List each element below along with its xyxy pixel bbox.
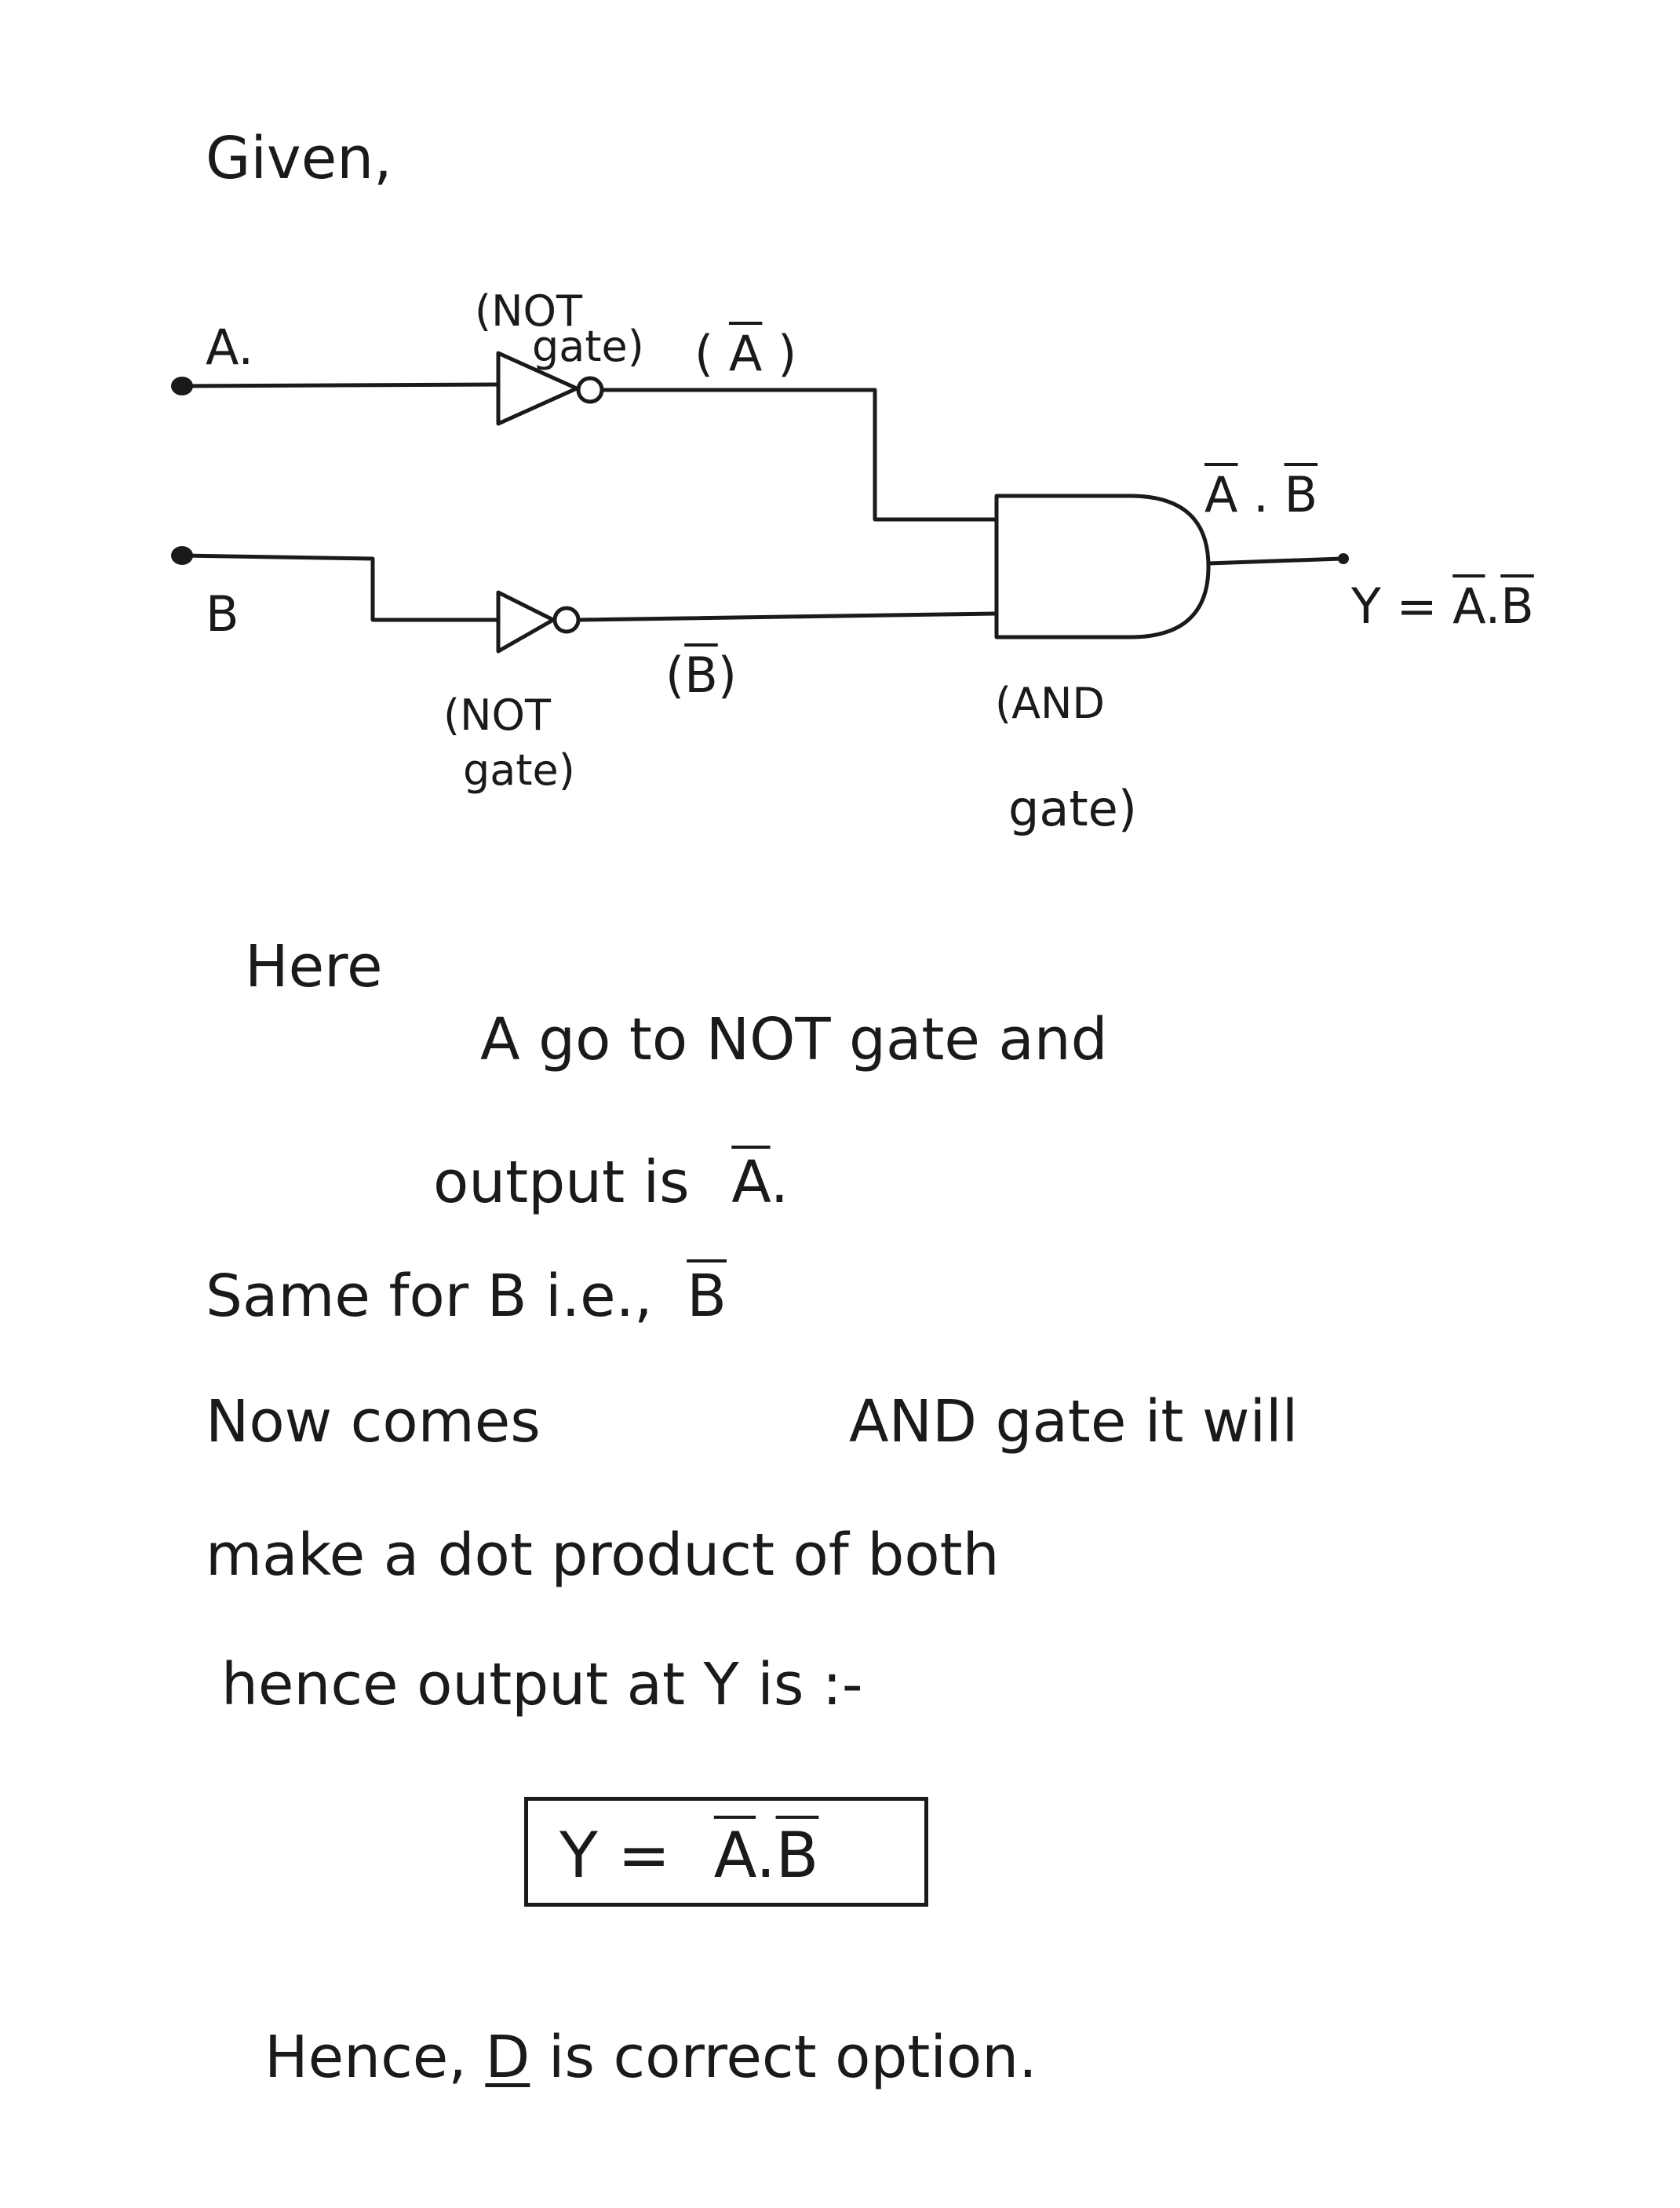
- not-gate-b-label-line1: (NOT: [443, 690, 551, 740]
- text-line-dot-product: make a dot product of both: [206, 1521, 1000, 1589]
- not-b-output-label: (B): [665, 647, 737, 704]
- correct-option-letter: D: [485, 2024, 530, 2091]
- not-gate-b-bubble: [552, 606, 581, 634]
- and-gate: [994, 494, 1211, 639]
- answer-box: Y = A.B: [524, 1797, 928, 1907]
- heading-given: Given,: [206, 125, 392, 192]
- and-output-label: A . B: [1204, 466, 1318, 523]
- wire-and-output: [1206, 556, 1344, 566]
- wire-a-input: [180, 382, 501, 388]
- wire-not-a-output: [599, 388, 999, 522]
- text-line-and-gate: AND gate it will: [849, 1388, 1299, 1456]
- input-b-terminal: [171, 546, 193, 565]
- output-y-terminal: [1338, 553, 1349, 564]
- not-a-output-label: ( A ): [694, 325, 797, 382]
- input-b-label: B: [206, 585, 239, 643]
- not-gate-a-bubble: [576, 376, 604, 404]
- logic-circuit-diagram: [171, 351, 1349, 654]
- text-line-output-at-y: hence output at Y is :-: [221, 1651, 863, 1718]
- not-gate-a-label-line1: (NOT: [475, 286, 582, 336]
- text-line-now-comes: Now comes: [206, 1388, 541, 1456]
- output-y-label: Y = A.B: [1351, 578, 1534, 635]
- text-here: Here: [245, 933, 383, 1000]
- answer-expression: Y = A.B: [559, 1819, 819, 1892]
- wire-b-input: [180, 553, 501, 622]
- not-gate-a-label-line2: gate): [532, 322, 644, 371]
- and-gate-label-line2: gate): [1008, 780, 1137, 837]
- wire-not-b-output: [576, 611, 999, 622]
- input-a-label: A.: [206, 319, 254, 376]
- input-a-terminal: [171, 377, 193, 395]
- not-gate-b-label-line2: gate): [463, 745, 575, 795]
- and-gate-label-line1: (AND: [995, 679, 1105, 728]
- text-line-output-a: output is A.: [433, 1149, 789, 1216]
- text-conclusion: Hence, D is correct option.: [264, 2024, 1037, 2091]
- text-line-not-gate: A go to NOT gate and: [480, 1006, 1108, 1073]
- not-gate-a: [496, 351, 579, 426]
- not-gate-b: [496, 590, 556, 654]
- text-line-same-for-b: Same for B i.e., B: [206, 1262, 727, 1330]
